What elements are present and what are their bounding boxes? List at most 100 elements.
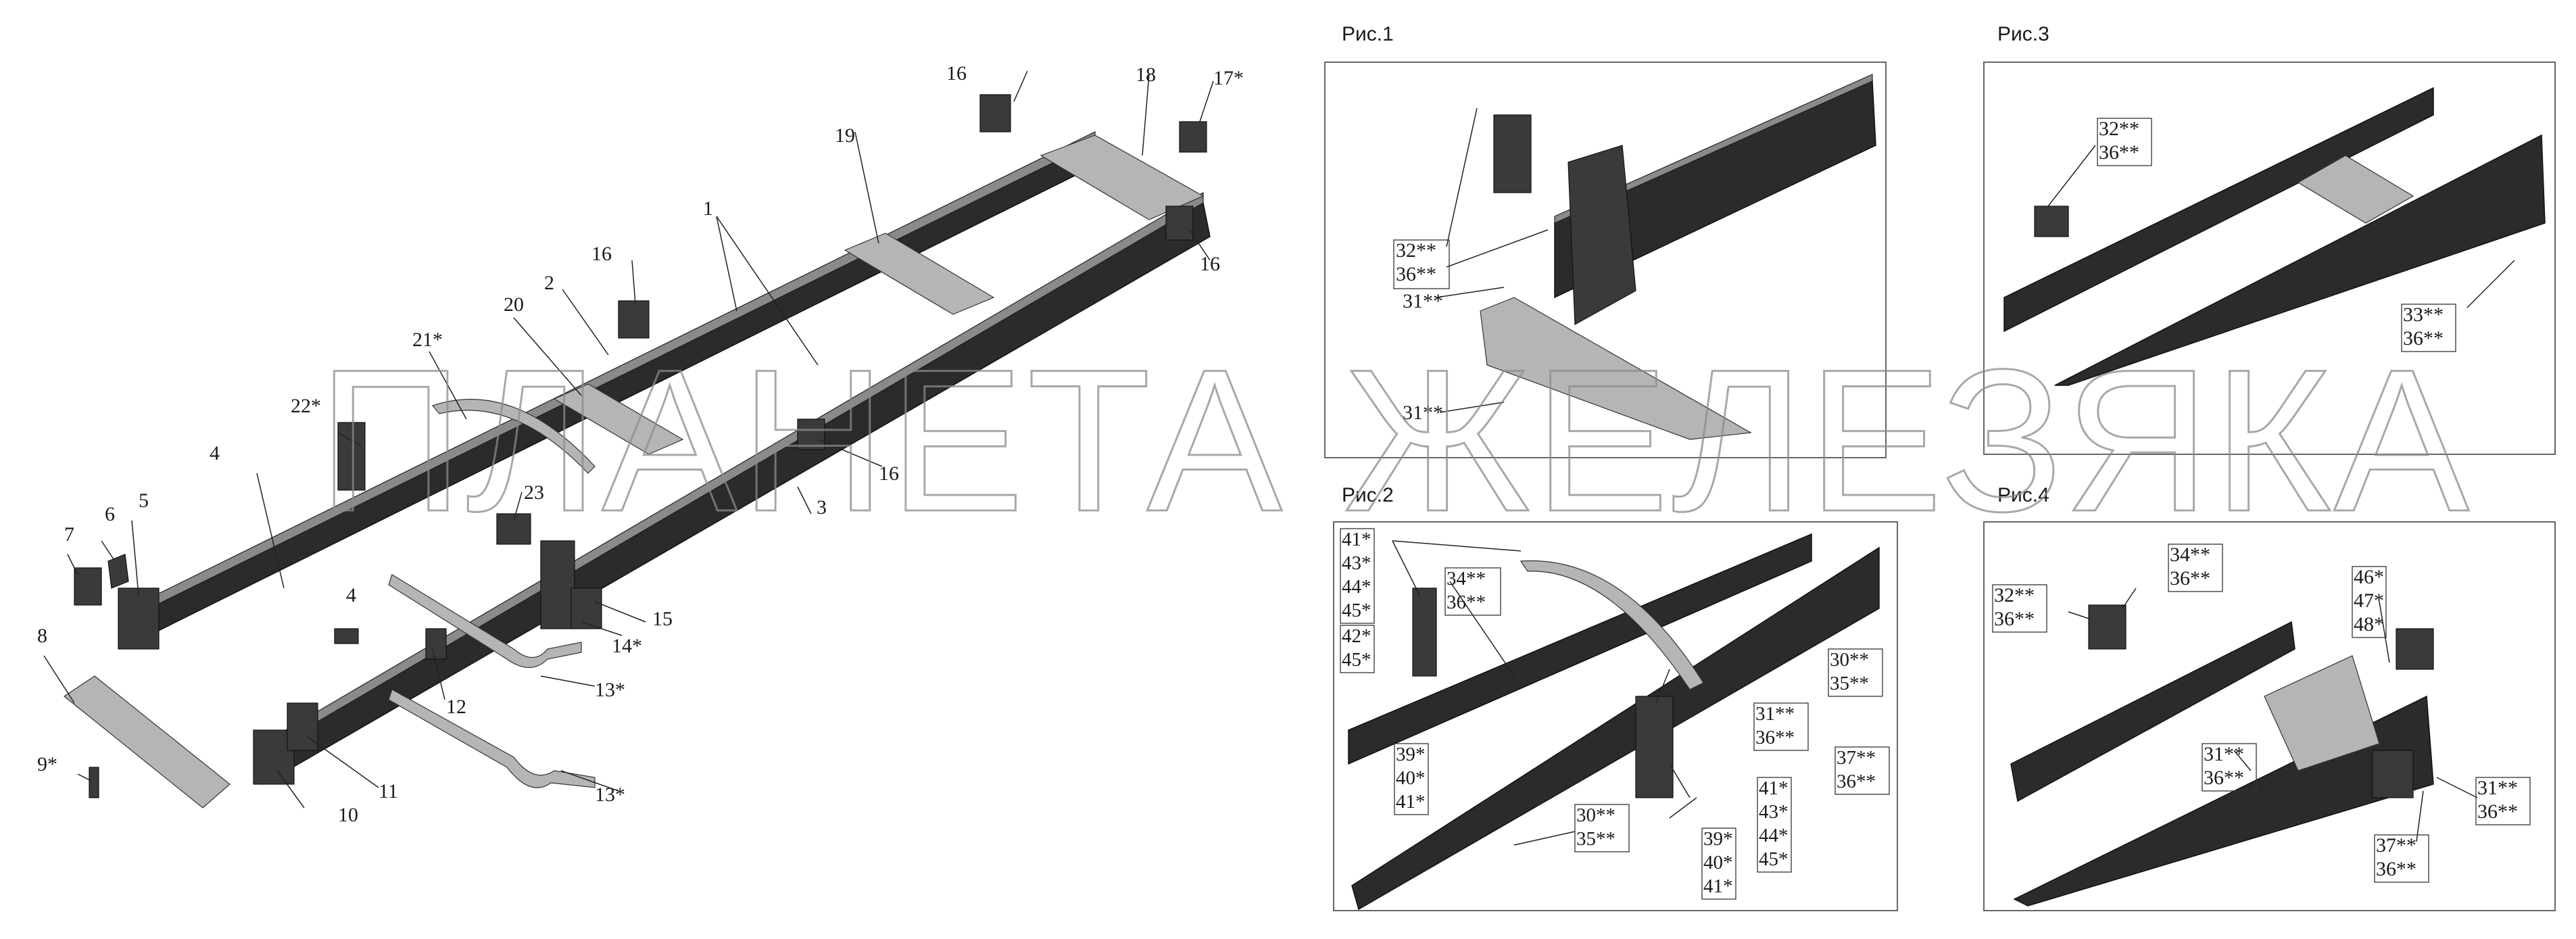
fig2-box-g1 (1340, 528, 1375, 624)
fig4-label-31: 31** (2204, 743, 2244, 765)
fig2-box-g5 (1753, 702, 1809, 751)
bracket-6 (107, 554, 129, 589)
figure-4-caption: Рис.4 (1997, 484, 2049, 506)
fig2-group-31-36: 31** 36** (1753, 702, 1809, 751)
fig4-label-36e: 36** (2376, 858, 2416, 880)
plate-4 (334, 628, 359, 644)
fig4-box-f (2374, 834, 2429, 883)
fig2-box-g7 (1394, 743, 1429, 815)
fig1-crossmember (1480, 297, 1752, 440)
crossmember-19 (844, 233, 995, 315)
fig2-box-g3 (1444, 567, 1501, 616)
figure-1-caption: Рис.1 (1342, 23, 1394, 45)
fig2-label-45c: 45* (1759, 848, 1789, 870)
fig4-label-47: 47* (2354, 589, 2384, 612)
label-8: 8 (37, 625, 47, 647)
label-17: 17* (1213, 67, 1244, 89)
bracket-17 (1179, 121, 1207, 153)
fig2-label-43: 43* (1342, 552, 1371, 574)
front-crossmember (63, 675, 230, 809)
spring-bracket-14 (540, 540, 575, 629)
label-3: 3 (817, 496, 827, 519)
fig3-rail-upper (2003, 87, 2434, 333)
fig2-label-39: 39* (1396, 744, 1426, 765)
fig4-bracket-left (2088, 604, 2127, 650)
fig2-group-39-41-bottom: 39* 40* 41* (1701, 827, 1736, 900)
fig3-box-b (2401, 304, 2456, 352)
main-exploded-view: 1 2 3 4 4 5 6 7 8 9* 10 11 12 13* 13* 14… (37, 62, 1244, 826)
fig2-label-36: 36** (1447, 592, 1486, 613)
label-21: 21* (412, 329, 443, 351)
figure-3: Рис.3 32** 36** 33** 36** (1983, 23, 2556, 455)
fig2-label-41d: 41* (1703, 875, 1733, 897)
label-12: 12 (446, 696, 466, 718)
fig1-box-a (1393, 239, 1450, 289)
label-22: 22* (291, 395, 321, 417)
fig4-label-48: 48* (2354, 613, 2384, 635)
pipe-13-upper (388, 574, 582, 668)
fig2-label-44: 44* (1342, 576, 1371, 598)
fig1-label-31-bottom: 31** (1403, 402, 1443, 424)
fig3-crossmember (2297, 155, 2414, 224)
label-9: 9* (37, 753, 57, 775)
figure-2-frame (1333, 521, 1898, 911)
figure-4: Рис.4 34** 36** 32** 36** 46* 47* 48* 31… (1983, 484, 2556, 911)
figure-3-caption: Рис.3 (1997, 23, 2049, 45)
fig2-box-g10 (1701, 827, 1736, 900)
fig2-rail-upper (1348, 533, 1812, 765)
fig2-group-30-35-right: 30** 35** (1828, 648, 1883, 697)
fig3-leaders (2047, 145, 2515, 308)
fig2-label-35: 35** (1830, 673, 1869, 694)
fig1-label-36: 36** (1396, 263, 1436, 285)
label-10: 10 (338, 804, 358, 826)
fig1-rail-top (1554, 74, 1873, 224)
pin-9 (89, 767, 99, 798)
fig2-label-45: 45* (1342, 600, 1371, 621)
figure-4-frame (1983, 521, 2556, 911)
fig2-label-40b: 40* (1703, 852, 1733, 873)
label-15: 15 (652, 608, 673, 630)
fig4-box-c (2352, 566, 2387, 638)
fig2-group-39-41-left: 39* 40* 41* (1394, 743, 1429, 815)
fig2-label-43b: 43* (1759, 801, 1789, 823)
fig1-bracket (1568, 145, 1636, 325)
fig4-label-36b: 36** (1994, 608, 2035, 630)
fig1-label-32: 32** (1396, 239, 1436, 262)
fig2-group-34-36: 34** 36** (1444, 567, 1501, 616)
fig2-box-g6 (1834, 746, 1890, 795)
fig2-label-36b: 36** (1755, 727, 1795, 748)
fig2-label-42: 42* (1342, 625, 1371, 647)
bracket-16-top (979, 94, 1011, 133)
fig2-label-40: 40* (1396, 767, 1426, 789)
fig2-box-g2 (1340, 625, 1375, 673)
fig4-label-32: 32** (1994, 584, 2035, 606)
fig4-box-b (1992, 584, 2047, 633)
label-18: 18 (1136, 64, 1156, 86)
fig1-hook (1493, 114, 1532, 193)
fig3-rail-lower (2054, 134, 2546, 386)
fig4-box-d (2202, 743, 2257, 792)
fig4-crossmember (2264, 655, 2380, 771)
figure-1: Рис.1 32** 36** 31** 31** (1324, 23, 1887, 458)
label-16-mid: 16 (591, 243, 612, 265)
label-1: 1 (703, 197, 713, 220)
label-11: 11 (379, 780, 398, 802)
label-16-low: 16 (879, 462, 899, 485)
fig2-label-39b: 39* (1703, 828, 1733, 850)
fig2-label-35b: 35** (1576, 828, 1615, 850)
fig2-label-37: 37** (1837, 747, 1876, 769)
fig4-box-a (2168, 544, 2223, 592)
fig4-label-36d: 36** (2477, 800, 2518, 823)
label-20: 20 (504, 293, 524, 316)
fig2-rail-lower (1351, 546, 1880, 911)
label-2: 2 (544, 272, 554, 294)
fig2-label-30: 30** (1830, 649, 1869, 671)
fig2-leaders (1392, 540, 1697, 846)
label-13-lower: 13* (595, 784, 625, 806)
fig2-label-41: 41* (1342, 529, 1371, 550)
figure-3-frame (1983, 62, 2556, 455)
fig1-label-31-top: 31** (1403, 290, 1443, 312)
fig2-group-42-45: 42* 45* (1340, 625, 1375, 673)
label-4-lower: 4 (346, 584, 356, 606)
